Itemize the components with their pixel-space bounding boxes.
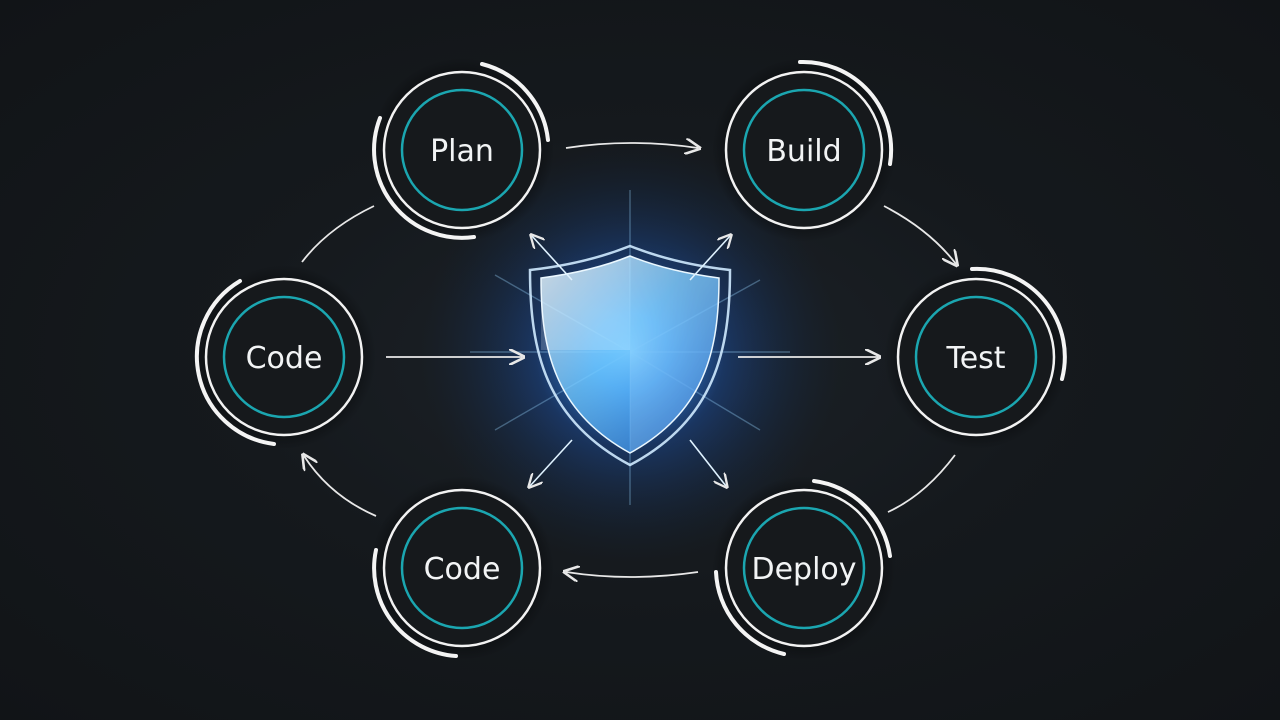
- node-label-code-left: Code: [246, 341, 323, 376]
- node-code-bottom[interactable]: Code: [370, 476, 554, 660]
- node-label-build: Build: [766, 134, 841, 169]
- node-accent-arc: [812, 479, 892, 558]
- node-inner-ring: [400, 88, 524, 212]
- connector-code-to-plan: [301, 205, 375, 263]
- node-accent-arc: [194, 279, 276, 446]
- connector-build-to-test: [883, 205, 956, 264]
- node-inner-ring: [742, 88, 866, 212]
- node-inner-ring: [222, 295, 346, 419]
- node-build[interactable]: Build: [712, 58, 896, 242]
- node-accent-arc: [714, 570, 786, 656]
- node-accent-arc: [970, 266, 1067, 381]
- node-test[interactable]: Test: [884, 265, 1068, 449]
- node-outer-ring: [724, 488, 884, 648]
- connector-deploy-to-code: [566, 572, 699, 577]
- node-outer-ring: [382, 488, 542, 648]
- node-label-code-bottom: Code: [424, 552, 501, 587]
- node-outer-ring: [724, 70, 884, 230]
- node-outer-ring: [382, 70, 542, 230]
- connectors: [302, 143, 956, 577]
- node-accent-arc: [372, 548, 458, 658]
- node-plan[interactable]: Plan: [370, 58, 554, 242]
- shield-icon: [528, 244, 732, 467]
- node-label-deploy: Deploy: [751, 552, 856, 587]
- node-outer-ring: [204, 277, 364, 437]
- node-inner-ring: [914, 295, 1038, 419]
- center-shield-group: [420, 142, 840, 562]
- node-label-test: Test: [945, 341, 1005, 376]
- connector-code-to-code: [304, 456, 377, 517]
- node-accent-arc: [372, 116, 476, 240]
- node-inner-ring: [742, 506, 866, 630]
- sparkle-arrows: [530, 236, 730, 486]
- connector-plan-to-build: [565, 143, 698, 148]
- node-code-left[interactable]: Code: [192, 265, 376, 449]
- node-deploy[interactable]: Deploy: [712, 476, 896, 660]
- node-accent-arc: [798, 59, 894, 166]
- node-label-plan: Plan: [430, 134, 494, 169]
- node-inner-ring: [400, 506, 524, 630]
- node-accent-arc: [480, 62, 550, 142]
- connector-test-to-deploy: [887, 454, 956, 513]
- node-outer-ring: [896, 277, 1056, 437]
